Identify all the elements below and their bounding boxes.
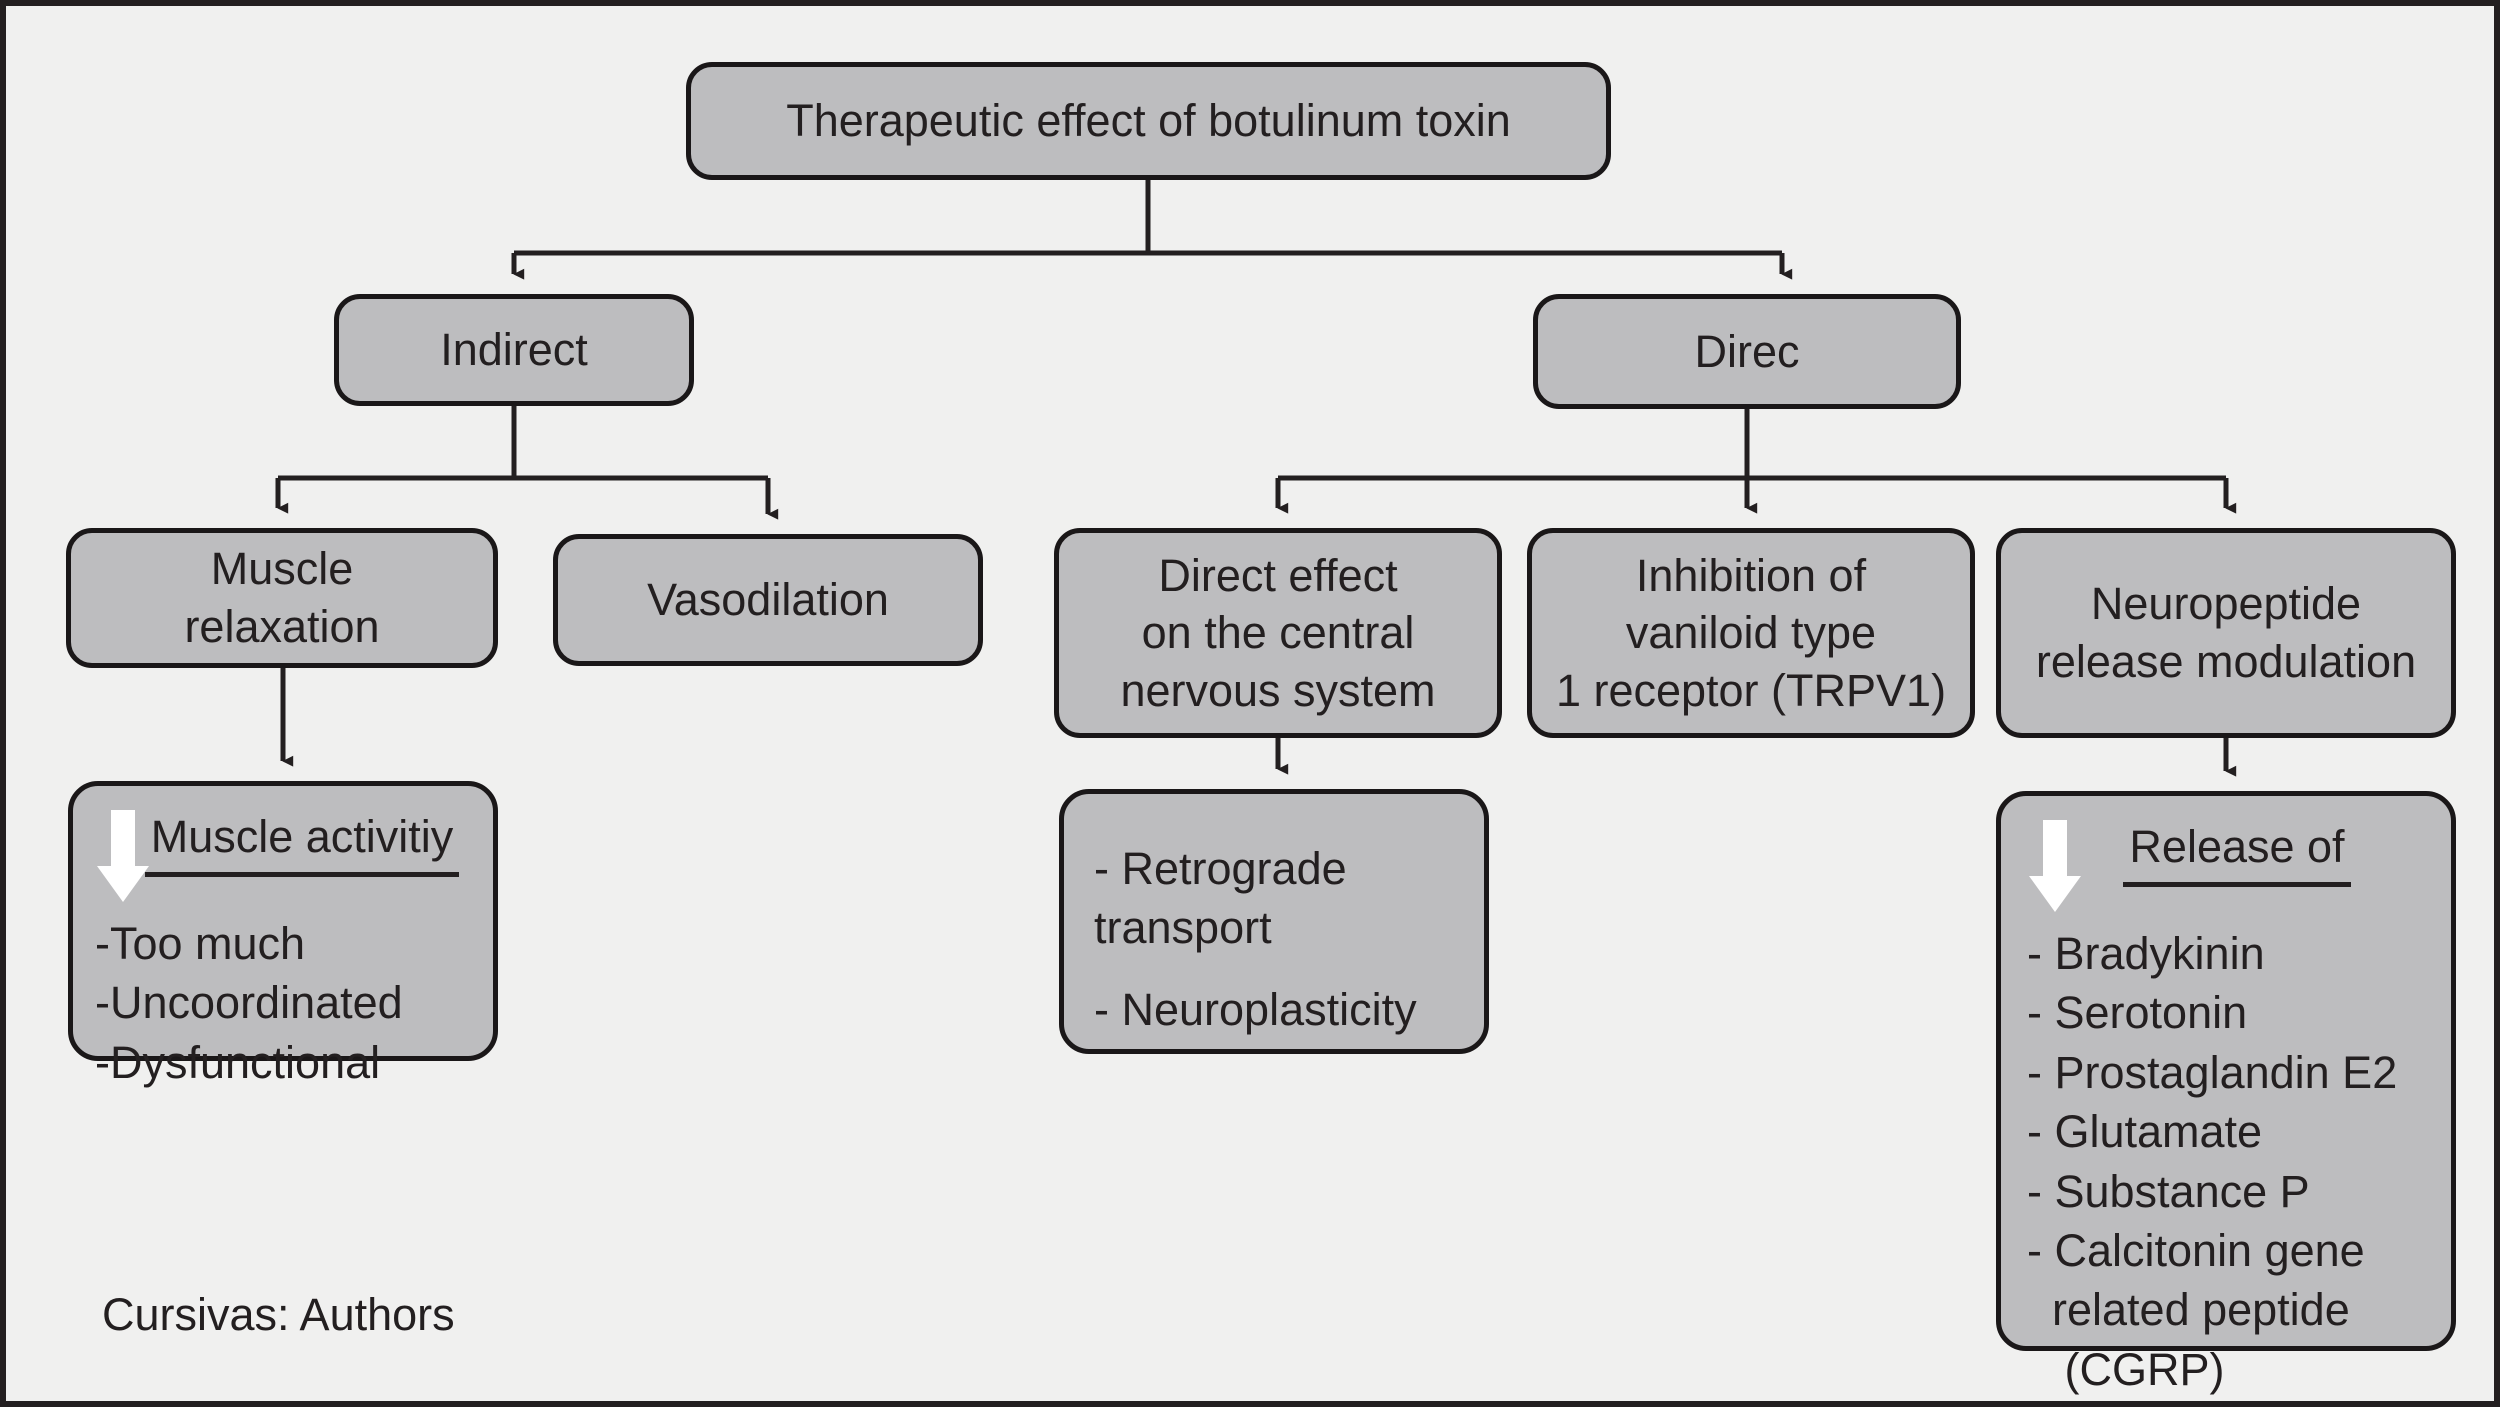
source-caption: Cursivas: Authors [102,1289,455,1340]
list-item: -Too much [95,918,306,969]
list-item: - Glutamate [2027,1106,2263,1158]
node-label: Vasodilation [647,574,889,626]
node-label-line1: Inhibition of [1635,549,1867,601]
muscle-activity-header-row: Muscle activitiy [95,808,469,908]
list-item-continuation: (CGRP) [2027,1343,2225,1395]
list-item: - Serotonin [2027,987,2248,1039]
node-label-line2: vaniloid type [1625,607,1877,659]
release-of-heading: Release of [2123,818,2351,887]
node-trpv1-inhibition[interactable]: Inhibition of vaniloid type 1 receptor (… [1527,528,1975,738]
cns-effects-list: - Retrograde transport - Neuroplasticity [1094,840,1456,1040]
release-of-list: - Bradykinin - Serotonin - Prostaglandin… [2027,924,2427,1399]
node-muscle-activity[interactable]: Muscle activitiy -Too much -Uncoordinate… [68,781,498,1088]
node-label-line2: relaxation [184,601,380,652]
list-item: -Uncoordinated [95,977,403,1029]
node-indirect[interactable]: Indirect [334,294,694,406]
spacer [1094,957,1456,981]
node-direct-effect-cns[interactable]: Direct effect on the central nervous sys… [1054,528,1502,738]
down-arrow-icon [2029,820,2081,912]
list-item-continuation: related peptide [2027,1284,2350,1336]
node-release-of[interactable]: Release of - Bradykinin - Serotonin - Pr… [1996,791,2456,1395]
node-label-line2: on the central [1141,607,1415,659]
list-item: - Substance P [2027,1165,2310,1217]
node-label-line1: Muscle [210,543,354,595]
node-direct[interactable]: Direc [1533,294,1961,409]
node-label-line1: Direct effect [1158,549,1398,601]
list-item: - Bradykinin [2027,928,2265,979]
node-label-line1: Neuropeptide [2090,578,2362,630]
list-item: - Calcitonin gene [2027,1224,2365,1276]
node-label-line3: nervous system [1120,664,1436,716]
down-arrow-icon [97,810,149,902]
node-label-line2: release modulation [2035,636,2417,687]
node-neuropeptide-release-modulation[interactable]: Neuropeptide release modulation [1996,528,2456,738]
node-label-line3: 1 receptor (TRPV1) [1555,664,1947,716]
node-label: Direc [1694,325,1800,377]
node-vasodilation[interactable]: Vasodilation [553,534,983,666]
node-therapeutic-effect[interactable]: Therapeutic effect of botulinum toxin [686,62,1611,180]
muscle-activity-list: -Too much -Uncoordinated -Dysfunctional [95,914,469,1092]
node-muscle-relaxation[interactable]: Muscle relaxation [66,528,498,668]
node-label: Indirect [440,324,588,376]
list-item: -Dysfunctional [95,1036,381,1088]
list-item: - Retrograde [1094,843,1347,894]
release-of-header-row: Release of [2027,818,2427,918]
list-item: - Neuroplasticity [1094,984,1417,1035]
muscle-activity-heading: Muscle activitiy [144,808,460,877]
list-item: - Prostaglandin E2 [2027,1046,2398,1098]
node-cns-effects[interactable]: - Retrograde transport - Neuroplasticity [1059,789,1489,1054]
list-item-continuation: transport [1094,901,1272,953]
node-label: Therapeutic effect of botulinum toxin [786,95,1511,147]
